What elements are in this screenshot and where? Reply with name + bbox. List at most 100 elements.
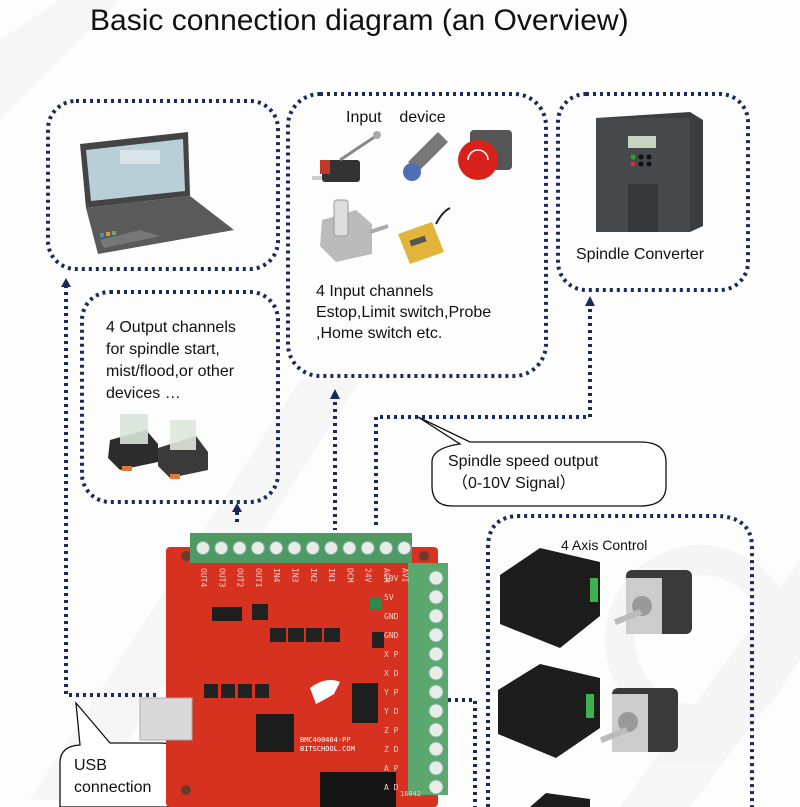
- spindle-speed-callout: [417, 416, 667, 507]
- laptop-icon: [80, 132, 234, 254]
- side-pin-label: X P: [384, 650, 399, 659]
- terminal-screw: [428, 608, 444, 624]
- spindle-converter-icon: [596, 112, 703, 232]
- output-channels-line-1: 4 Output channels: [106, 319, 236, 336]
- relay-icon: [108, 414, 158, 471]
- output-channel-box: [80, 290, 280, 504]
- terminal-screw: [324, 541, 339, 555]
- arrow-up-icon: [585, 296, 595, 306]
- top-pin-label: IN4: [272, 568, 282, 583]
- usb-callout-line-2: connection: [74, 779, 152, 796]
- terminal-screw: [232, 541, 247, 555]
- top-pin-label: OUT2: [235, 568, 245, 588]
- arrow-up-icon: [330, 389, 340, 399]
- board-site-silk: BITSCHOOL.COM: [300, 745, 355, 753]
- emergency-stop-icon: [458, 130, 512, 180]
- top-pin-label: 24V: [363, 568, 373, 583]
- input-channels-line-3: ,Home switch etc.: [316, 325, 443, 342]
- top-pin-label: IN2: [308, 568, 318, 583]
- side-pin-label: Z D: [384, 745, 399, 754]
- page-title: Basic connection diagram (an Overview): [90, 4, 629, 37]
- relay-icon: [158, 420, 208, 479]
- input-device-box: [286, 92, 548, 378]
- input-channels-line-1: 4 Input channels: [316, 283, 434, 300]
- side-pin-label: A D: [384, 783, 399, 792]
- relay-icons: [108, 414, 208, 479]
- terminal-screw: [397, 541, 412, 555]
- square-sensor-icon: [398, 207, 451, 264]
- arrow-up-icon: [61, 278, 71, 287]
- side-pin-label: Z P: [384, 726, 399, 735]
- stepper-driver-icon: [500, 548, 600, 648]
- terminal-screw: [379, 541, 393, 555]
- side-pin-label: GND: [384, 612, 399, 621]
- axis-control-box: [486, 514, 754, 807]
- axis-line: [434, 698, 477, 807]
- terminal-screw: [428, 703, 444, 719]
- controller-board: [139, 533, 448, 807]
- side-pin-label: GND: [384, 631, 399, 640]
- stepper-driver-icon: [498, 664, 600, 758]
- terminal-screw: [428, 570, 444, 586]
- terminal-screw: [428, 627, 444, 643]
- top-pin-label: IN3: [290, 568, 300, 583]
- side-pin-label: Y P: [384, 688, 399, 697]
- stepper-motor-icon: [613, 570, 692, 634]
- top-pin-label: DCM: [345, 568, 355, 583]
- terminal-screw: [196, 541, 210, 555]
- terminal-screw: [428, 589, 444, 605]
- arrow-up-icon: [232, 503, 242, 512]
- input-device-heading: Input device: [346, 109, 446, 126]
- usb-callout-line-1: USB: [74, 757, 107, 774]
- limit-switch-icon: [312, 131, 381, 182]
- side-pin-label: 5V: [384, 593, 394, 602]
- side-pin-label: Y D: [384, 707, 399, 716]
- stepper-driver-icon: [530, 793, 590, 807]
- board-model-silk: BMC400404-PP: [300, 736, 351, 744]
- usb-port: [139, 697, 193, 741]
- terminal-screw: [428, 646, 444, 662]
- spindle-converter-box: [556, 92, 750, 292]
- terminal-screw: [428, 665, 444, 681]
- spindle-speed-callout-line-2: （0-10V Signal）: [452, 475, 576, 492]
- board-code-silk: 16042: [400, 790, 422, 798]
- output-channels-line-3: mist/flood,or other: [106, 363, 235, 380]
- terminal-screw: [250, 541, 265, 555]
- logo-bird-icon: [310, 680, 340, 704]
- proximity-sensor-icon: [403, 132, 448, 181]
- computer-box: [46, 99, 280, 271]
- terminal-screw: [342, 541, 357, 555]
- top-pin-label: ACM: [382, 568, 391, 583]
- spindle-converter-label: Spindle Converter: [576, 246, 705, 263]
- spindle-line: [374, 305, 592, 525]
- top-pin-label: OUT4: [199, 568, 208, 588]
- axis-devices: [498, 548, 692, 807]
- terminal-screw: [305, 541, 320, 555]
- top-pin-label: OUT3: [217, 568, 227, 588]
- side-pin-label: A P: [384, 764, 399, 773]
- axis-control-heading: 4 Axis Control: [561, 537, 648, 553]
- terminal-screw: [428, 741, 444, 757]
- terminal-screw: [428, 760, 444, 776]
- terminal-screw: [360, 541, 375, 555]
- output-channels-line-4: devices …: [106, 385, 181, 402]
- output-channels-line-2: for spindle start,: [106, 341, 220, 358]
- spindle-speed-callout-line-1: Spindle speed output: [448, 453, 599, 470]
- top-pin-label: IN1: [327, 568, 337, 583]
- terminal-screw: [428, 722, 444, 738]
- side-pin-label: 10V: [384, 574, 399, 583]
- input-channels-line-2: Estop,Limit switch,Probe: [316, 304, 492, 321]
- input-device-icons: [312, 130, 512, 264]
- terminal-screw: [428, 684, 444, 700]
- stepper-motor-icon: [599, 688, 678, 752]
- terminal-screw: [214, 541, 229, 555]
- top-pin-label: OUT1: [253, 568, 263, 588]
- touch-probe-icon: [320, 199, 389, 262]
- microcontroller-chip: [256, 714, 294, 752]
- terminal-screw: [428, 779, 444, 795]
- terminal-screw: [287, 541, 302, 555]
- terminal-screw: [269, 541, 284, 555]
- usb-line: [64, 285, 158, 697]
- top-pin-label: AVI: [400, 568, 410, 583]
